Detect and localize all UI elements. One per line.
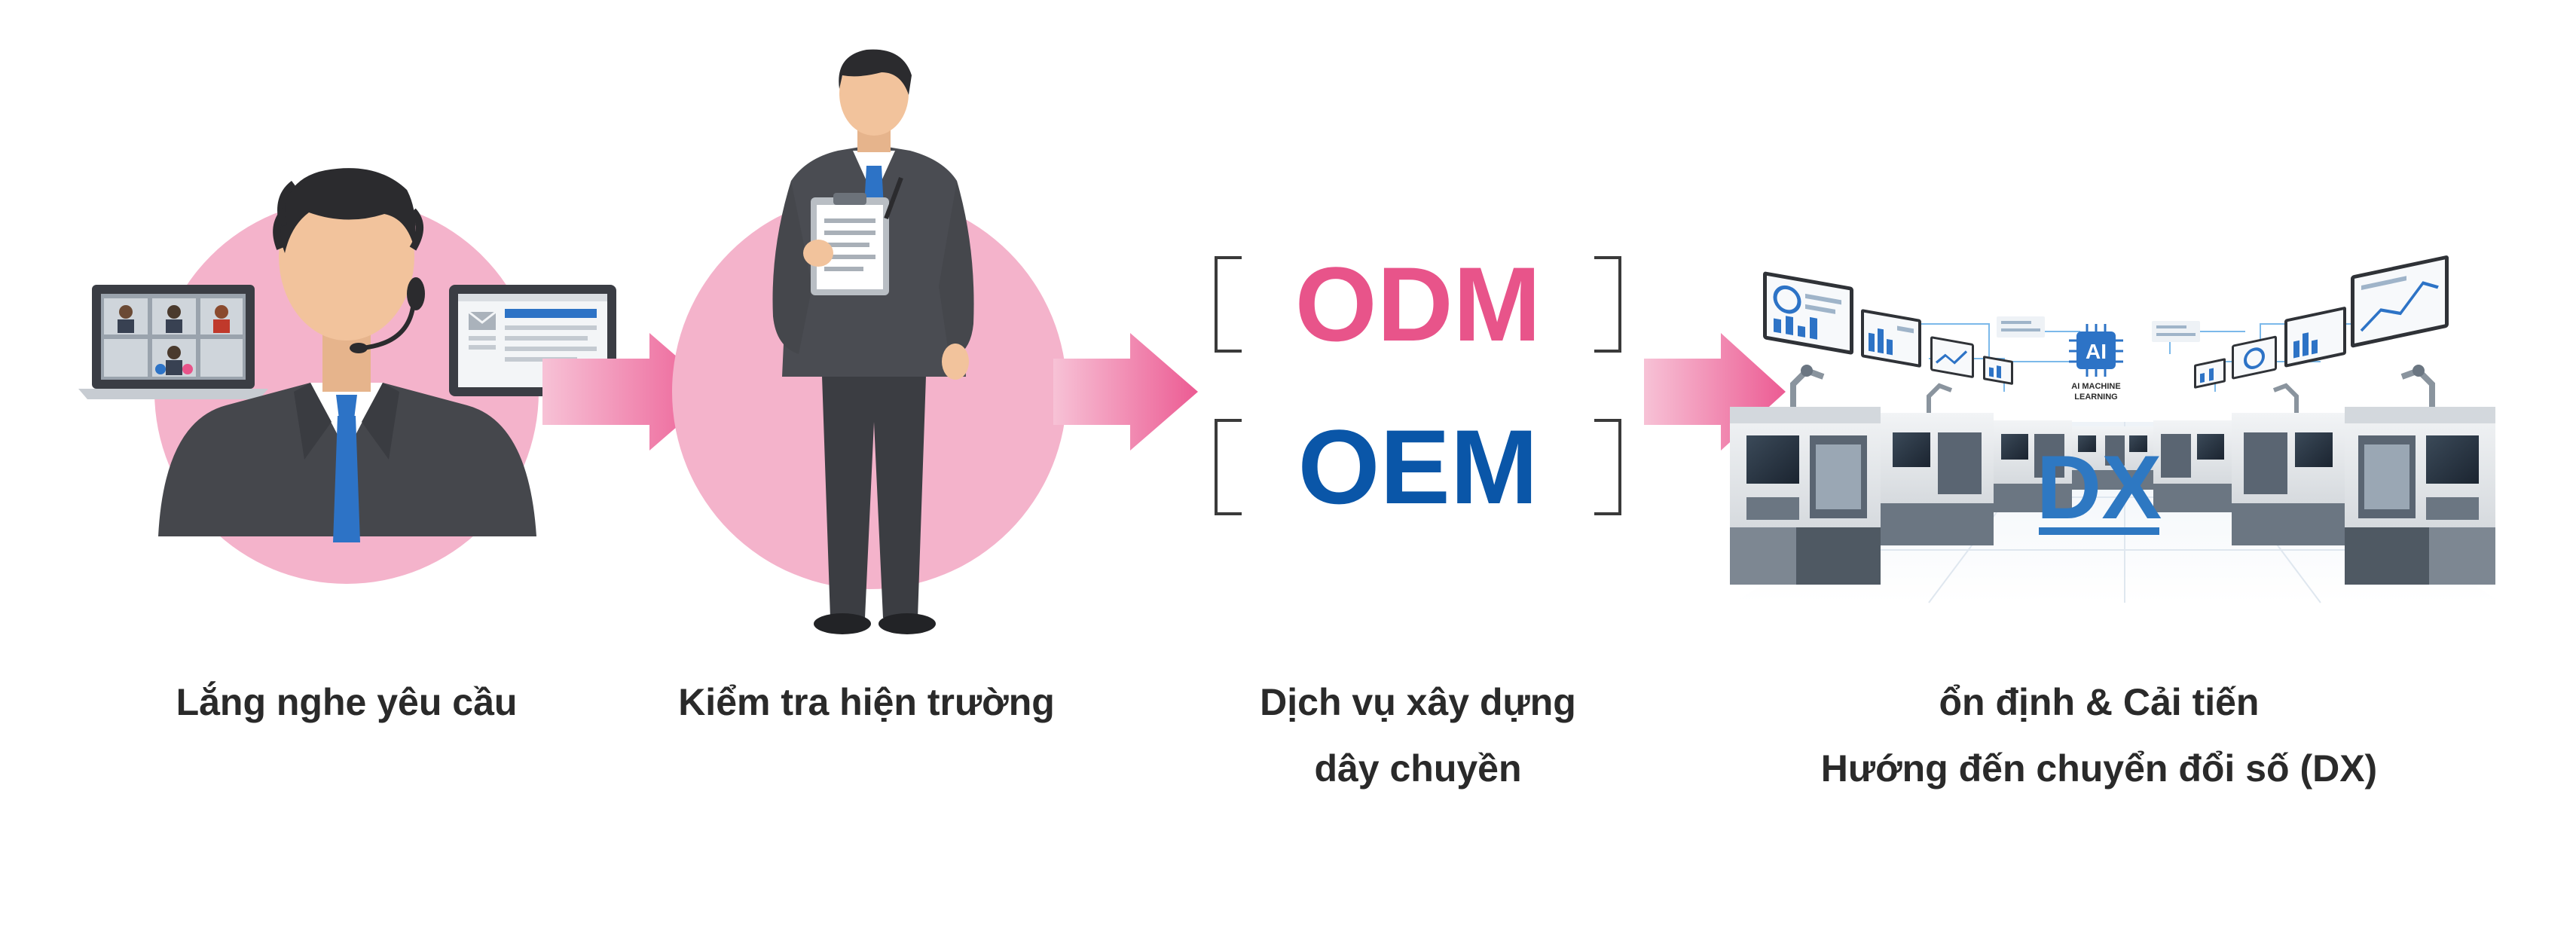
machine [2345,407,2495,585]
step-1-illustration [78,168,616,584]
machine [2232,413,2345,545]
machine [2153,420,2232,512]
step-4-illustration: AI AI MACHINE LEARNING [1730,255,2501,603]
man-with-headset [158,168,536,542]
oem-label: OEM [1298,408,1539,526]
dx-label: DX [2037,437,2162,538]
step-3-illustration: ODM OEM [1215,245,1621,526]
caption-line: ổn định & Cải tiến [1939,681,2260,723]
caption-line: Dịch vụ xây dựng [1260,681,1576,723]
laptop-icon [78,285,268,399]
ai-machine-label: AI MACHINE [2071,382,2120,391]
caption-line: Kiểm tra hiện trường [678,681,1055,723]
dx-underline [2039,527,2159,535]
machine [1730,407,1881,585]
bracket-left-oem [1215,419,1242,515]
ai-chip-label: AI [2086,340,2107,363]
machine [1881,413,1994,545]
odm-label: ODM [1295,245,1542,363]
bracket-left-odm [1215,256,1242,353]
dashboard-monitors-right [2152,255,2449,389]
caption-step-1: Lắng nghe yêu cầu [121,669,573,735]
bracket-right-oem [1594,419,1621,515]
ai-chip-icon: AI AI MACHINE LEARNING [2069,324,2123,402]
caption-line: dây chuyền [1314,747,1522,790]
arrow-1 [542,333,717,451]
arrow-2 [1053,333,1198,451]
caption-line: Lắng nghe yêu cầu [176,681,518,723]
machine [1994,420,2072,512]
caption-step-3: Dịch vụ xây dựng dây chuyền [1192,669,1644,802]
dashboard-monitors-left [1763,271,2045,385]
machine-row-right [2101,365,2495,585]
caption-step-2: Kiểm tra hiện trường [633,669,1100,735]
ai-learning-label: LEARNING [2074,393,2117,402]
step-2-illustration [672,49,1067,634]
caption-step-4: ổn định & Cải tiến Hướng đến chuyển đổi … [1768,669,2431,802]
bracket-right-odm [1594,256,1621,353]
machine [2101,426,2153,490]
caption-line: Hướng đến chuyển đổi số (DX) [1820,747,2378,790]
